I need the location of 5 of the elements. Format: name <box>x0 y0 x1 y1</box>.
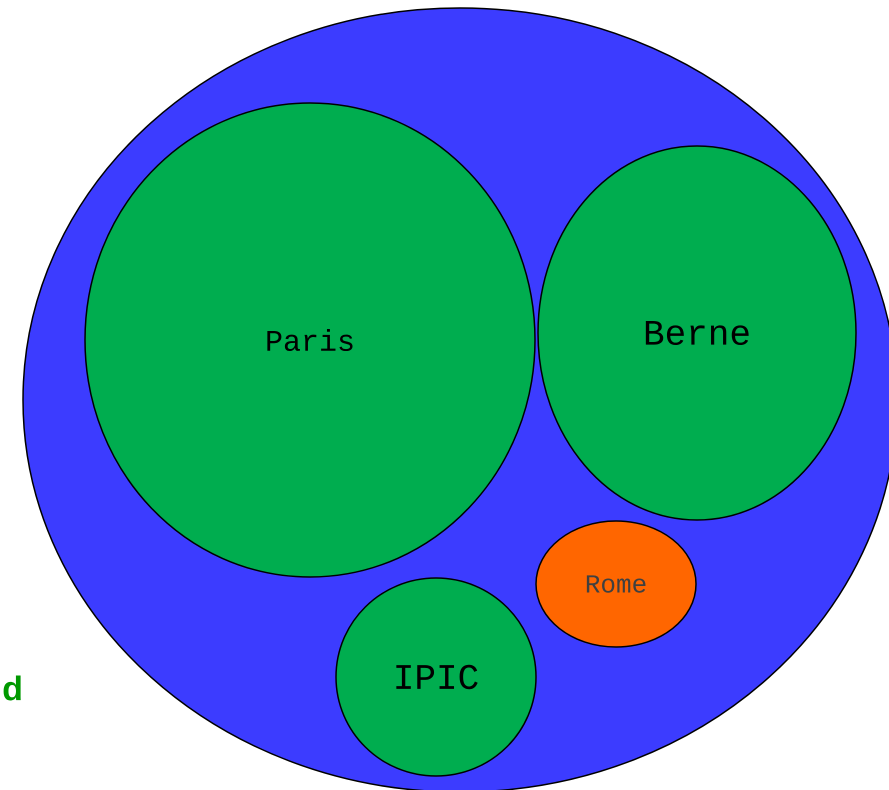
ellipse-node: IPIC <box>335 577 537 777</box>
ellipse-node: Paris <box>84 102 536 578</box>
ellipse-node: Rome <box>535 520 697 648</box>
label-text: d <box>4 676 21 700</box>
ellipse-node: Berne <box>537 145 857 521</box>
